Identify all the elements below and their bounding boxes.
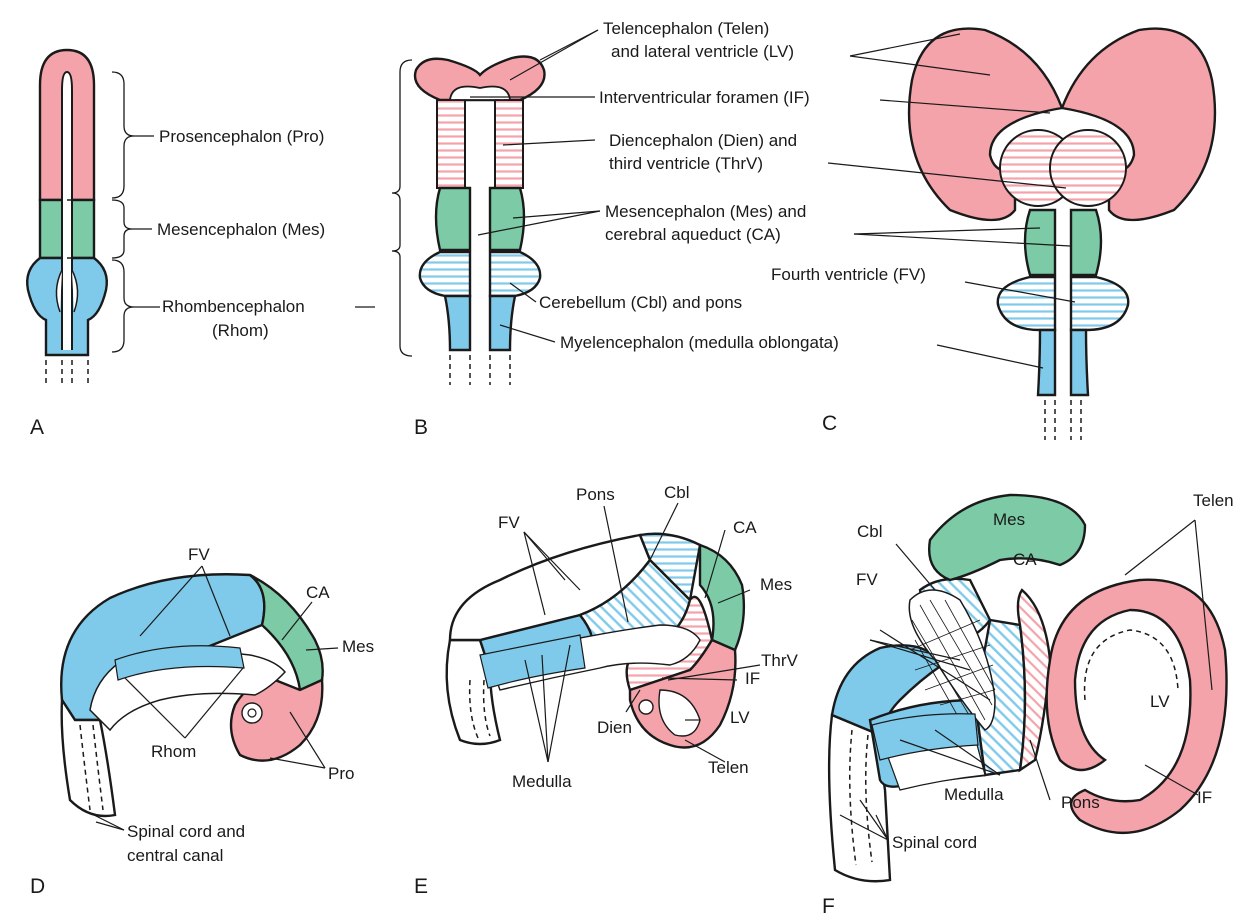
label-cbl-f: Cbl xyxy=(857,522,883,541)
label-pons-f: Pons xyxy=(1061,793,1100,812)
label-lateral-ventricle-b: and lateral ventricle (LV) xyxy=(611,42,794,61)
telencephalon-region-e xyxy=(628,638,737,749)
label-ca-d: CA xyxy=(306,583,330,602)
label-myelencephalon-b: Myelencephalon (medulla oblongata) xyxy=(560,333,839,352)
fourth-ventricle-roof-f xyxy=(908,589,996,731)
diencephalon-region-b xyxy=(436,99,466,189)
panel-letter-f: F xyxy=(822,895,835,918)
panel-f: Mes CA Telen Cbl FV LV Medulla Pons IF S… xyxy=(822,491,1234,918)
label-spinal-cord-f: Spinal cord xyxy=(892,833,977,852)
label-telencephalon-b: Telencephalon (Telen) xyxy=(603,19,769,38)
label-cerebral-aqueduct-b: cerebral aqueduct (CA) xyxy=(605,225,781,244)
panel-letter-a: A xyxy=(30,416,44,439)
brace-rhombencephalon xyxy=(111,259,135,353)
label-mes-e: Mes xyxy=(760,575,792,594)
label-mes-d: Mes xyxy=(342,637,374,656)
label-rhombencephalon-a: Rhombencephalon xyxy=(162,297,305,316)
label-interventricular-foramen-b: Interventricular foramen (IF) xyxy=(599,88,810,107)
label-thrv-e: ThrV xyxy=(761,651,799,670)
panel-letter-e: E xyxy=(414,875,428,898)
myelencephalon-region-b xyxy=(443,294,472,352)
panel-letter-b: B xyxy=(414,416,428,439)
label-lv-e: LV xyxy=(730,708,750,727)
label-fv-e: FV xyxy=(498,513,520,532)
telencephalon-region-f xyxy=(1045,578,1228,835)
brace-b xyxy=(391,59,413,357)
label-pro-d: Pro xyxy=(328,764,354,783)
cerebellum-pons-region-b xyxy=(418,250,472,298)
embryo-brain-f xyxy=(827,493,1228,883)
label-medulla-f: Medulla xyxy=(944,785,1004,804)
brain-vesicles-b xyxy=(413,55,546,385)
panel-c: Fourth ventricle (FV) C xyxy=(771,27,1217,440)
brace-mesencephalon xyxy=(111,199,133,259)
neural-tube-a xyxy=(26,48,108,385)
label-cerebellum-b: Cerebellum (Cbl) and pons xyxy=(539,293,742,312)
panel-letter-d: D xyxy=(30,875,45,898)
label-telen-f: Telen xyxy=(1193,491,1234,510)
label-central-canal-d: central canal xyxy=(127,846,223,865)
label-mesencephalon-a: Mesencephalon (Mes) xyxy=(157,220,325,239)
label-medulla-e: Medulla xyxy=(512,772,572,791)
mesencephalon-region-f xyxy=(928,493,1087,582)
label-rhom-abbrev-a: (Rhom) xyxy=(212,321,269,340)
label-ca-e: CA xyxy=(733,518,757,537)
brain-vesicles-c xyxy=(907,27,1217,440)
mesencephalon-region-b xyxy=(434,186,472,252)
label-lv-f: LV xyxy=(1150,692,1170,711)
mesencephalon-region-e xyxy=(698,543,746,652)
medulla-region-c xyxy=(1036,328,1057,397)
label-fv-d: FV xyxy=(188,545,210,564)
panel-a: Prosencephalon (Pro) Mesencephalon (Mes)… xyxy=(26,48,375,439)
telencephalon-region-b xyxy=(413,55,546,102)
label-mes-f: Mes xyxy=(993,510,1025,529)
telencephalon-region-c xyxy=(907,27,1064,222)
label-cbl-e: Cbl xyxy=(664,483,690,502)
panel-b: Telencephalon (Telen) and lateral ventri… xyxy=(391,19,839,439)
label-telen-e: Telen xyxy=(708,758,749,777)
mesencephalon-region-c xyxy=(1023,208,1057,277)
label-if-f: IF xyxy=(1197,788,1212,807)
label-fourth-ventricle-c: Fourth ventricle (FV) xyxy=(771,265,926,284)
panel-letter-c: C xyxy=(822,412,837,435)
label-mesencephalon-b: Mesencephalon (Mes) and xyxy=(605,202,806,221)
label-diencephalon-b: Diencephalon (Dien) and xyxy=(609,131,797,150)
brace-prosencephalon xyxy=(111,71,135,199)
label-fv-f: FV xyxy=(856,570,878,589)
panel-e: FV Pons Cbl CA Mes ThrV IF LV Dien Telen… xyxy=(414,483,799,898)
label-if-e: IF xyxy=(745,669,760,688)
label-prosencephalon-a: Prosencephalon (Pro) xyxy=(159,127,324,146)
cerebellum-pons-region-c xyxy=(996,275,1057,332)
label-rhom-d: Rhom xyxy=(151,742,196,761)
label-pons-e: Pons xyxy=(576,485,615,504)
embryo-brain-e xyxy=(445,532,746,749)
label-spinal-cord-d: Spinal cord and xyxy=(127,822,245,841)
central-canal-a xyxy=(61,70,73,350)
label-dien-e: Dien xyxy=(597,718,632,737)
label-ca-f: CA xyxy=(1013,550,1037,569)
embryo-brain-d xyxy=(60,573,324,818)
label-third-ventricle-b: third ventricle (ThrV) xyxy=(609,154,763,173)
panel-d: FV CA Mes Rhom Pro Spinal cord and centr… xyxy=(30,545,374,898)
